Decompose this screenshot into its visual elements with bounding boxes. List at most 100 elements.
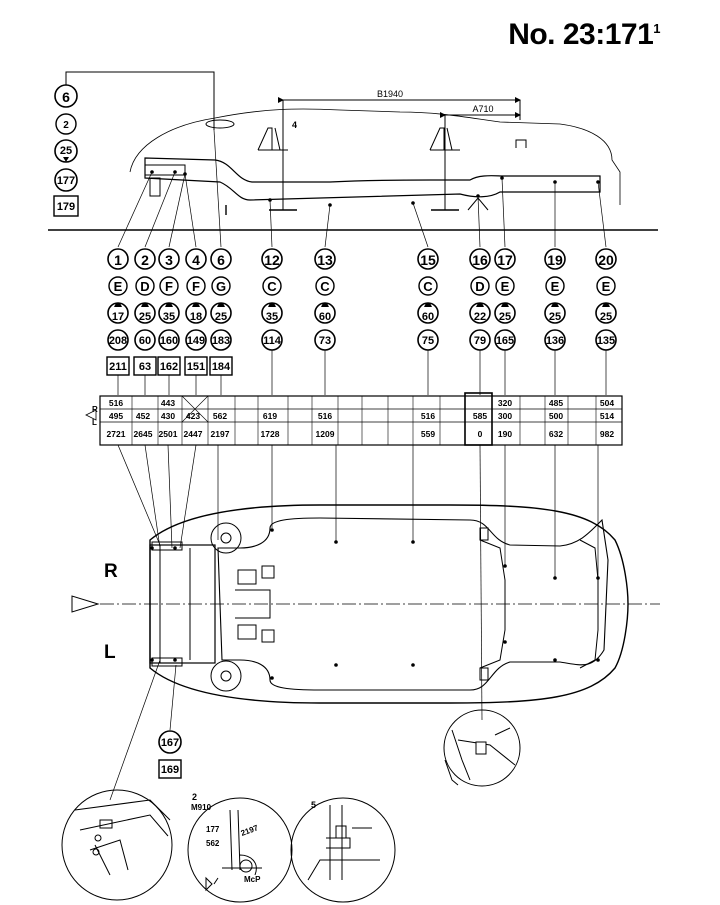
column-12: 12C 35 114: [261, 248, 283, 395]
point-circle: [185, 248, 207, 270]
size-value: 25: [139, 311, 151, 323]
column-leaders: [117, 129, 607, 248]
leader-6: [213, 129, 222, 248]
side-label-right: R: [104, 561, 118, 582]
table-cell: 504: [600, 398, 614, 408]
table-cell: 1209: [316, 429, 335, 439]
tool-icon: [501, 303, 509, 307]
value-a: 114: [263, 335, 282, 347]
point-letter: C: [267, 279, 277, 294]
tool-icon: [321, 303, 329, 307]
table-cell: 2721: [107, 429, 126, 439]
table-cell: 485: [549, 398, 563, 408]
row-label-l: L: [92, 418, 97, 427]
detail-note-5: 5: [311, 800, 316, 810]
value-a: 75: [422, 335, 434, 347]
size-value: 25: [600, 311, 612, 323]
value-a: 136: [546, 335, 564, 347]
value-b: 211: [109, 361, 127, 373]
top-b: 179: [57, 201, 75, 213]
point-number: 19: [547, 252, 563, 268]
leader-15: [412, 202, 429, 248]
plan-view: [71, 504, 660, 704]
point-letter: G: [216, 279, 226, 294]
point-letter: E: [114, 279, 123, 294]
value-a: 208: [109, 335, 127, 347]
page-title: No. 23:1711: [508, 18, 660, 52]
detail-circle-mid: [187, 797, 293, 903]
detail-circle-front: [61, 789, 173, 901]
table-cell: 1728: [261, 429, 280, 439]
letter-circle: [211, 276, 231, 296]
lower-point: 167: [161, 737, 179, 749]
wheel-front-left: [210, 660, 242, 692]
leader-top: [65, 71, 215, 130]
size-value: 25: [215, 311, 227, 323]
tool-icon: [551, 303, 559, 307]
value-circle: [185, 329, 207, 351]
mount-rl: [237, 624, 257, 640]
table-cell: 423: [186, 411, 200, 421]
side-view: [48, 71, 658, 231]
point-letter: E: [551, 279, 560, 294]
floor-outline: [217, 517, 609, 691]
tool-icon: [476, 303, 484, 307]
size-value: 35: [163, 311, 175, 323]
dim-b-label: B1940: [377, 89, 403, 99]
value-b: 151: [187, 361, 205, 373]
value-a: 160: [160, 335, 178, 347]
tool-icon: [217, 303, 225, 307]
letter-circle: [596, 276, 616, 296]
size-value: 25: [499, 311, 511, 323]
side-label-left: L: [104, 642, 116, 663]
value-a: 183: [212, 335, 230, 347]
detail-mcp: McP: [244, 875, 261, 884]
table-cell: 562: [213, 411, 227, 421]
table-cell: 452: [136, 411, 150, 421]
letter-circle: [186, 276, 206, 296]
tool-icon: [141, 303, 149, 307]
point-circle: [107, 248, 129, 270]
leader-3: [168, 173, 186, 248]
value-circle: [158, 329, 180, 351]
point-letter: E: [501, 279, 510, 294]
point-circle: [158, 248, 180, 270]
table-cell: 2197: [211, 429, 230, 439]
size-value: 35: [266, 311, 278, 323]
table-cell: 516: [421, 411, 435, 421]
oval-mark: [205, 119, 235, 129]
table-arrow-icon: [85, 409, 97, 421]
table-cell: 632: [549, 429, 563, 439]
letter-circle: [135, 276, 155, 296]
point-circle: [469, 248, 491, 270]
table-cell: 2501: [159, 429, 178, 439]
point-circle: [210, 248, 232, 270]
letter-circle: [159, 276, 179, 296]
leader-4: [184, 173, 197, 248]
front-box: [144, 164, 186, 176]
table-cell: 619: [263, 411, 277, 421]
leader-20: [597, 181, 607, 248]
table-cell: 2645: [134, 429, 153, 439]
frame-rail: [144, 157, 601, 201]
value-a: 79: [474, 335, 486, 347]
letter-circle: [470, 276, 490, 296]
point-number: 17: [497, 252, 513, 268]
dim-a-label: A710: [472, 104, 493, 114]
table-cell: 495: [109, 411, 123, 421]
point-letter: D: [475, 279, 484, 294]
letter-circle: [545, 276, 565, 296]
top-a: 177: [57, 175, 75, 187]
point-number: 1: [114, 252, 122, 268]
detail-m-label: M910: [191, 803, 212, 812]
point-number: 12: [264, 252, 280, 268]
table-cell: 320: [498, 398, 512, 408]
